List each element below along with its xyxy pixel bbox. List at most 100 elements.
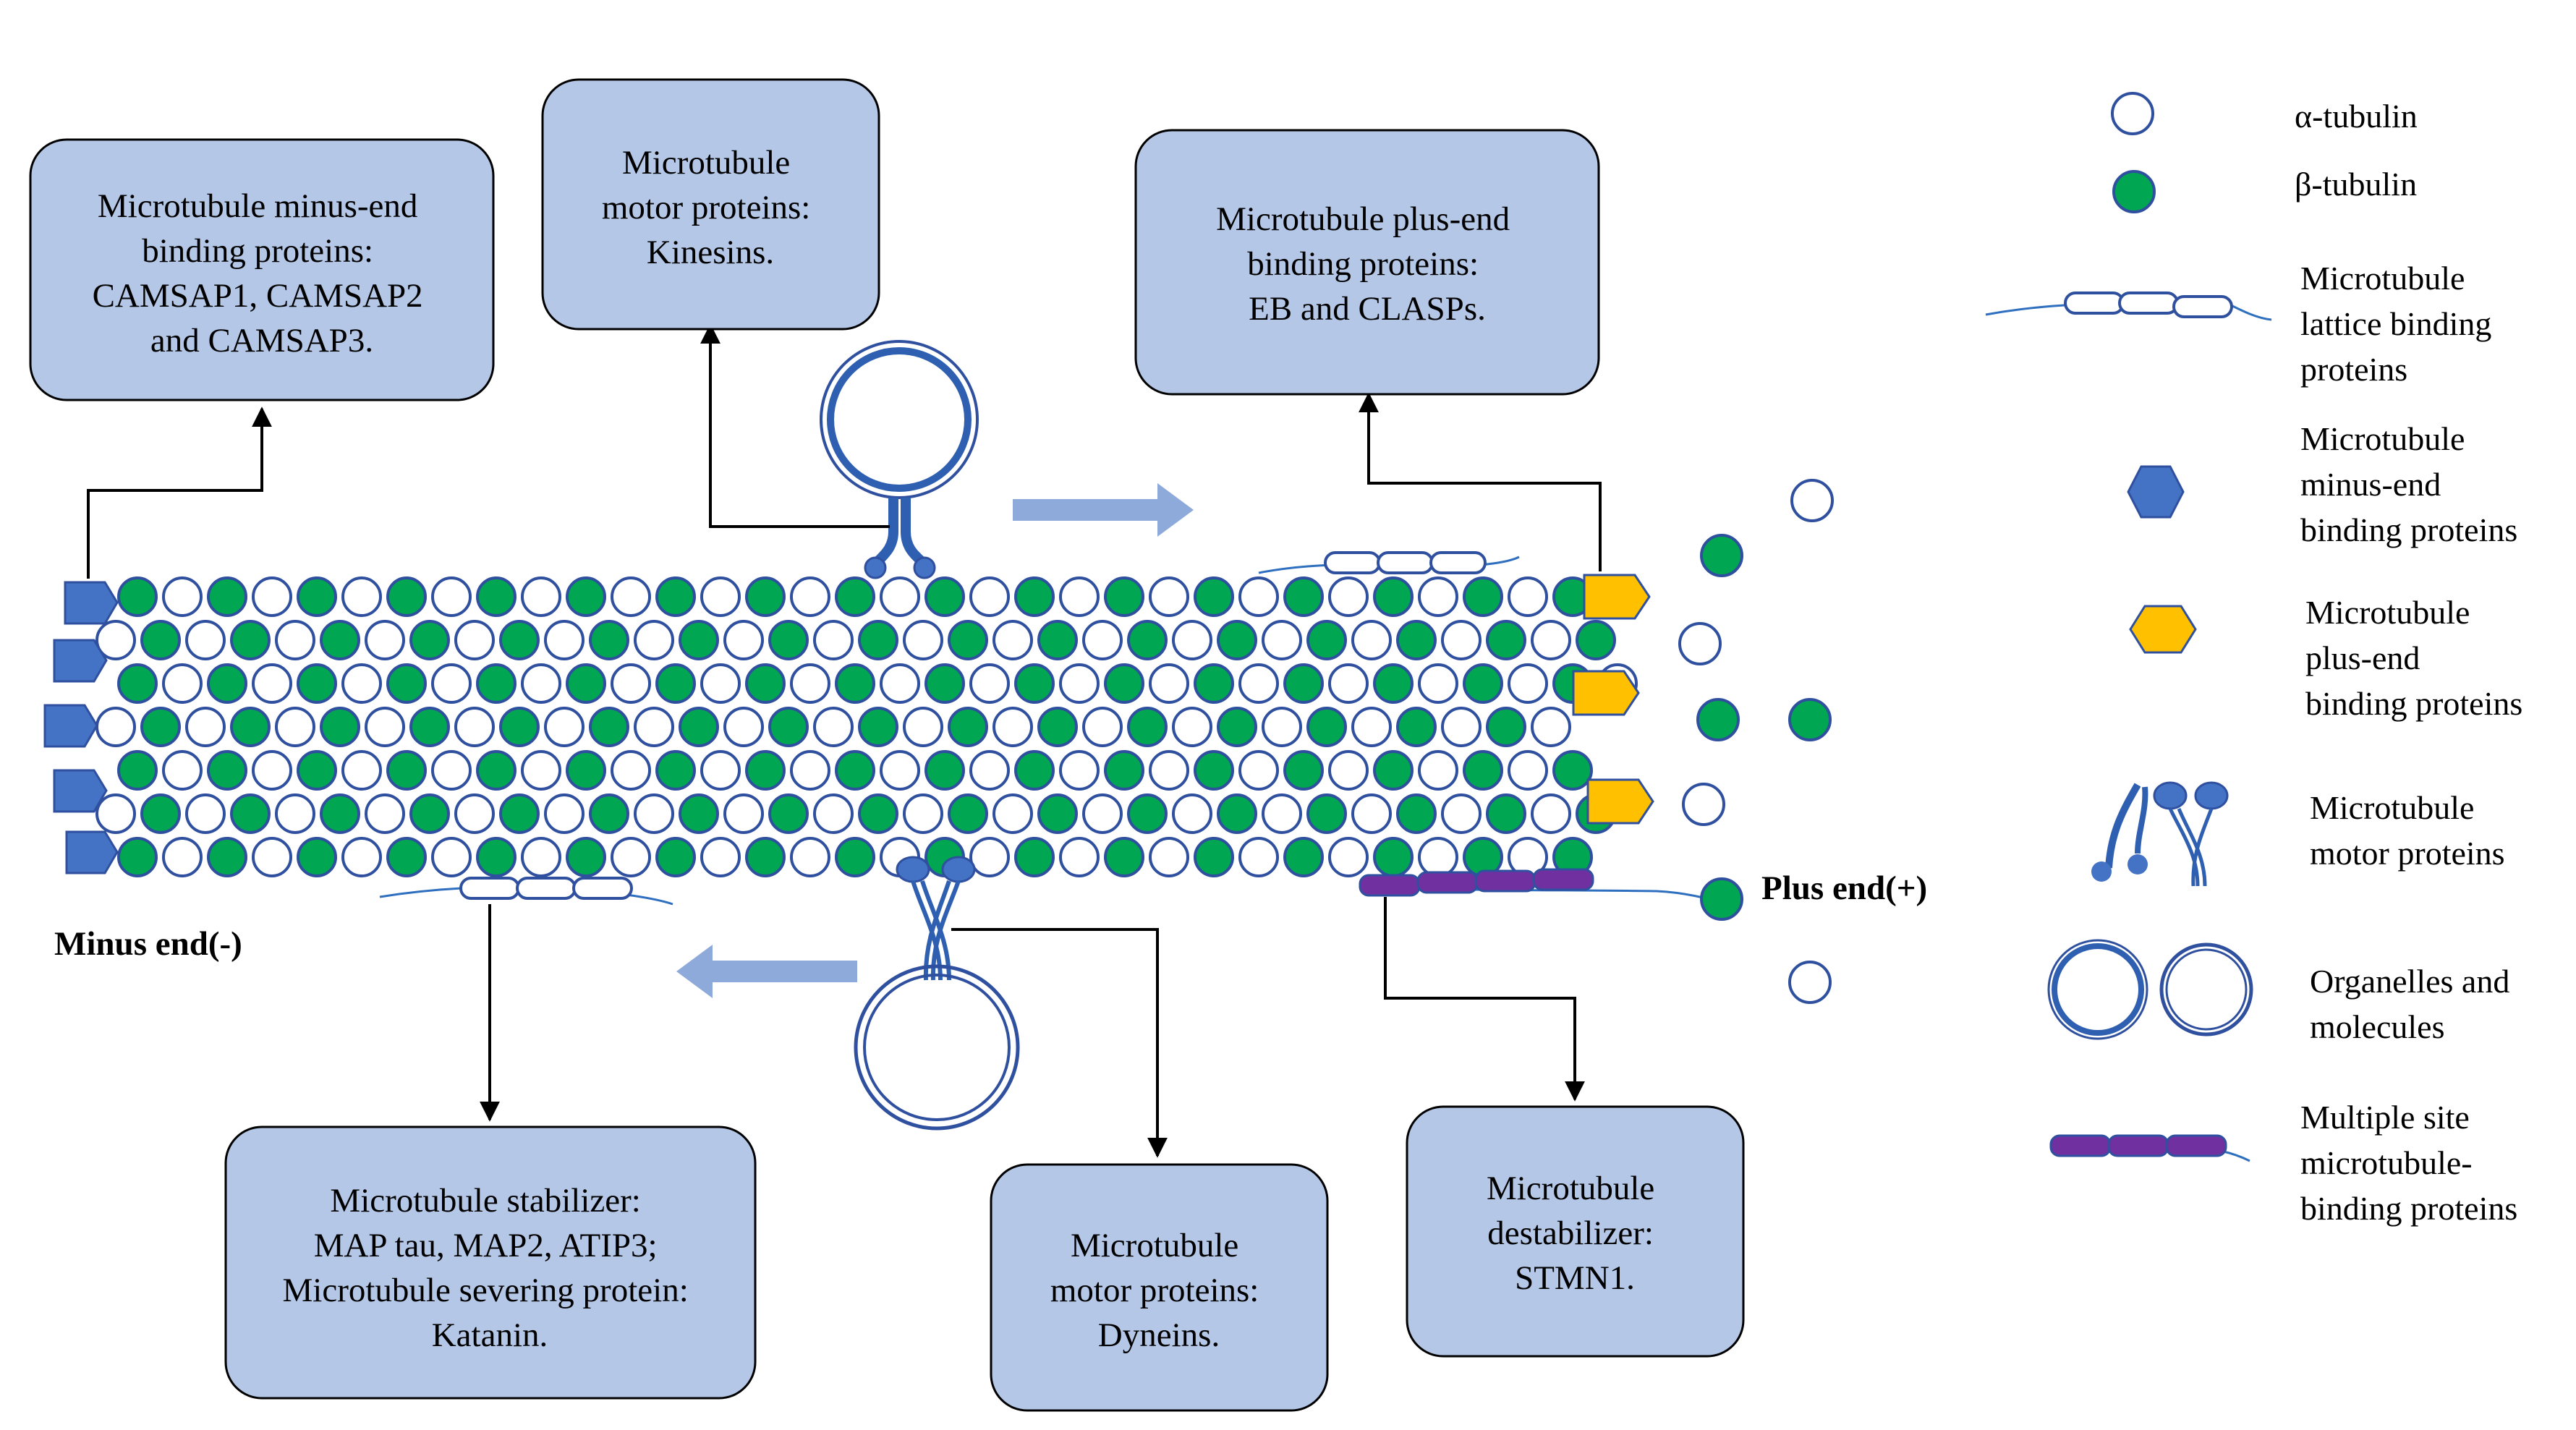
- alpha-tubulin-subunit: [903, 620, 943, 660]
- beta-tubulin-subunit: [320, 793, 360, 834]
- beta-tubulin-subunit: [476, 837, 517, 877]
- alpha-tubulin-subunit: [1082, 793, 1123, 834]
- alpha-tubulin-subunit: [162, 750, 203, 791]
- alpha-tubulin-subunit: [1238, 750, 1279, 791]
- svg-text:Microtubule plus-end bin: Microtubule plus-end binding proteins: E…: [1216, 200, 1518, 328]
- alpha-tubulin-subunit: [969, 663, 1010, 704]
- minus-end-hexagon: [53, 639, 108, 683]
- beta-tubulin-subunit: [1127, 620, 1168, 660]
- alpha-tubulin-subunit: [992, 620, 1033, 660]
- svg-text:Microtubule plus-end: Microtubule plus-end binding proteins: [2305, 594, 2522, 722]
- minus-end-hexagon: [53, 769, 108, 813]
- alpha-tubulin-subunit: [162, 576, 203, 617]
- alpha-tubulin-subunit: [275, 620, 315, 660]
- alpha-tubulin-subunit: [1172, 620, 1212, 660]
- alpha-tubulin-subunit: [1238, 576, 1279, 617]
- legend-line: Multiple site: [2300, 1099, 2470, 1136]
- beta-tubulin-subunit: [1463, 663, 1503, 704]
- alpha-tubulin-subunit: [903, 707, 943, 747]
- callout-stabilizer: Microtubule stabilizer: MAP tau, MAP2, A…: [224, 1125, 757, 1400]
- legend-line: β-tubulin: [2295, 166, 2417, 203]
- svg-text:Organelles and molecul: Organelles and molecules: [2310, 963, 2518, 1045]
- beta-tubulin-subunit: [297, 576, 337, 617]
- alpha-tubulin-subunit: [880, 750, 920, 791]
- svg-text:Microtubule minus-end bi: Microtubule minus-end binding proteins: …: [93, 187, 432, 359]
- alpha-tubulin-subunit: [1238, 663, 1279, 704]
- alpha-tubulin-subunit: [634, 707, 674, 747]
- alpha-tubulin-subunit: [365, 620, 405, 660]
- callout-line: Katanin.: [432, 1316, 548, 1354]
- minus-end-hexagon: [43, 704, 98, 748]
- callout-minus-end-binding: Microtubule minus-end binding proteins: …: [29, 138, 495, 401]
- minus-end-hexagon: [64, 581, 119, 625]
- beta-tubulin-subunit: [1373, 576, 1414, 617]
- alpha-tubulin-subunit: [1262, 620, 1302, 660]
- svg-text:β-tubulin: β-tubulin: [2295, 166, 2417, 203]
- alpha-tubulin-subunit: [1082, 707, 1123, 747]
- beta-tubulin-subunit: [745, 663, 786, 704]
- beta-tubulin-subunit: [1194, 837, 1234, 877]
- beta-tubulin-subunit: [320, 707, 360, 747]
- beta-tubulin-subunit: [948, 620, 988, 660]
- beta-tubulin-subunit: [1194, 663, 1234, 704]
- callout-line: Dyneins.: [1098, 1316, 1220, 1354]
- alpha-tubulin-subunit: [611, 837, 651, 877]
- beta-tubulin-subunit: [1283, 576, 1324, 617]
- beta-tubulin-subunit: [1463, 750, 1503, 791]
- alpha-tubulin-subunit: [365, 707, 405, 747]
- beta-tubulin-subunit: [409, 793, 450, 834]
- legend-item-multi-site: Multiple site microtubule- binding prote…: [2049, 1099, 2517, 1227]
- microtubule-lattice: [95, 576, 1638, 877]
- alpha-tubulin-subunit: [1328, 837, 1369, 877]
- beta-tubulin-subunit: [1552, 750, 1593, 791]
- minus-end-hexagon: [65, 830, 119, 874]
- beta-tubulin-subunit: [140, 620, 181, 660]
- beta-tubulin-subunit: [679, 707, 719, 747]
- plus-end-hexagon: [1586, 778, 1654, 825]
- legend-item-beta-tubulin: β-tubulin: [2112, 166, 2417, 213]
- alpha-tubulin-subunit: [1149, 663, 1189, 704]
- beta-tubulin-subunit: [476, 750, 517, 791]
- alpha-tubulin-subunit: [1508, 663, 1548, 704]
- beta-tubulin-subunit: [835, 750, 875, 791]
- organelle-ring-icon: [2047, 939, 2253, 1040]
- beta-tubulin-subunit: [1217, 793, 1257, 834]
- alpha-tubulin-subunit: [790, 576, 830, 617]
- free-tubulins: [1678, 479, 1834, 1004]
- beta-tubulin-subunit: [1104, 750, 1144, 791]
- alpha-tubulin-subunit: [611, 663, 651, 704]
- beta-tubulin-subunit: [386, 750, 427, 791]
- legend-line: molecules: [2310, 1008, 2445, 1045]
- alpha-tubulin-subunit: [611, 576, 651, 617]
- alpha-tubulin-subunit: [185, 707, 226, 747]
- multi-site-binding-protein: [1359, 868, 1722, 904]
- callout-line: MAP tau, MAP2, ATIP3;: [314, 1227, 658, 1264]
- legend-line: proteins: [2300, 351, 2407, 388]
- beta-tubulin-subunit: [566, 837, 606, 877]
- callout-line: Microtubule: [1071, 1227, 1238, 1264]
- beta-tubulin-subunit: [948, 707, 988, 747]
- alpha-tubulin-subunit: [185, 793, 226, 834]
- callout-line: motor proteins:: [602, 189, 811, 226]
- multi-site-bar-icon: [2049, 1134, 2250, 1162]
- alpha-tubulin-subunit: [1418, 576, 1458, 617]
- plus-end-hexagon: [1572, 670, 1640, 716]
- alpha-tubulin-subunit: [723, 793, 764, 834]
- legend-line: Organelles and: [2310, 963, 2509, 1000]
- svg-text:Microtubule motor prot: Microtubule motor proteins: [2310, 789, 2505, 872]
- legend: α-tubulin β-tubulin Microtubule lattice …: [1985, 92, 2522, 1227]
- legend-line: lattice binding: [2300, 305, 2491, 342]
- alpha-tubulin-subunit: [634, 793, 674, 834]
- beta-tubulin-subunit: [589, 620, 629, 660]
- beta-tubulin-subunit: [1373, 750, 1414, 791]
- beta-tubulin-subunit: [230, 707, 271, 747]
- alpha-tubulin-subunit: [431, 750, 472, 791]
- alpha-tubulin-subunit: [341, 663, 382, 704]
- alpha-tubulin-subunit: [903, 793, 943, 834]
- beta-tubulin-subunit: [117, 663, 158, 704]
- alpha-tubulin-subunit: [992, 707, 1033, 747]
- alpha-tubulin-subunit: [544, 620, 585, 660]
- beta-tubulin-subunit: [1396, 793, 1437, 834]
- alpha-tubulin-subunit: [1418, 750, 1458, 791]
- alpha-tubulin-subunit: [723, 620, 764, 660]
